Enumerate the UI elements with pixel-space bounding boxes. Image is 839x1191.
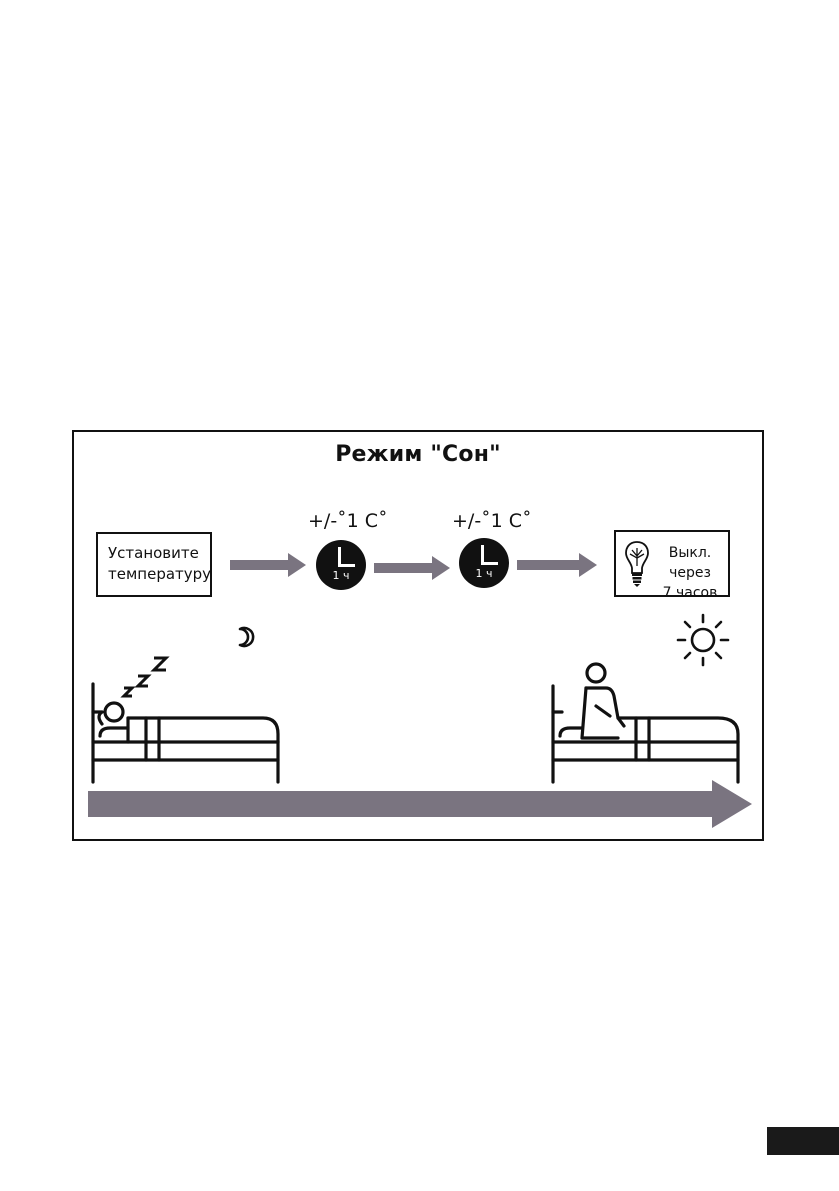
flow-arrow-3: [517, 553, 597, 577]
power-off-line2: 7 часов: [662, 585, 718, 601]
clock-icon: 1 ч: [316, 540, 366, 590]
clock-label-2: 1 ч: [475, 567, 493, 580]
flow-arrow-2: [374, 556, 450, 580]
zzz-icon: [120, 656, 170, 698]
temp-step-label-2: +/-˚1 C˚: [452, 510, 532, 532]
sleeping-person-icon: [91, 682, 280, 784]
set-temperature-line2: температуру: [108, 565, 212, 583]
sitting-person-icon: [551, 662, 740, 784]
sun-icon: [676, 613, 730, 667]
power-off-box: Выкл. через 7 часов: [614, 530, 730, 601]
timeline-arrow: [88, 780, 752, 828]
diagram-title: Режим "Сон": [335, 442, 501, 467]
bulb-icon: [625, 541, 649, 587]
clock-label-1: 1 ч: [332, 569, 350, 582]
power-off-line1: Выкл. через: [668, 545, 712, 581]
temp-step-label-1: +/-˚1 C˚: [308, 510, 388, 532]
flow-arrow-1: [230, 553, 306, 577]
set-temperature-box: Установите температуру: [96, 532, 212, 597]
sleep-mode-diagram: Режим "Сон" Установите температуру +/-˚1…: [72, 430, 764, 841]
moon-icon: [238, 626, 255, 648]
page-number-tab: [767, 1127, 839, 1155]
set-temperature-line1: Установите: [108, 544, 199, 562]
clock-icon: 1 ч: [459, 538, 509, 588]
